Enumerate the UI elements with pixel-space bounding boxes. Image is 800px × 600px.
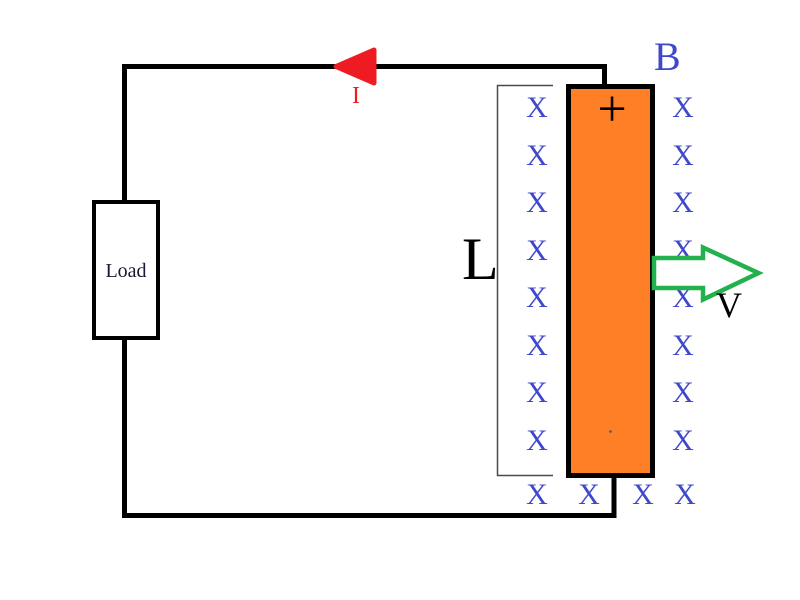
current-label: I <box>352 83 360 109</box>
plus-sign: + <box>597 80 627 138</box>
field-mark: X <box>674 478 696 511</box>
field-mark: X <box>672 91 694 124</box>
field-mark: X <box>672 186 694 219</box>
load-label: Load <box>105 260 147 282</box>
field-mark: X <box>632 478 654 511</box>
field-mark: X <box>672 376 694 409</box>
velocity-label: V <box>716 285 742 325</box>
magnetic-field-label: B <box>654 34 681 79</box>
length-label: L <box>462 226 499 292</box>
field-mark: X <box>672 139 694 172</box>
field-mark: X <box>672 424 694 457</box>
field-mark: X <box>672 329 694 362</box>
